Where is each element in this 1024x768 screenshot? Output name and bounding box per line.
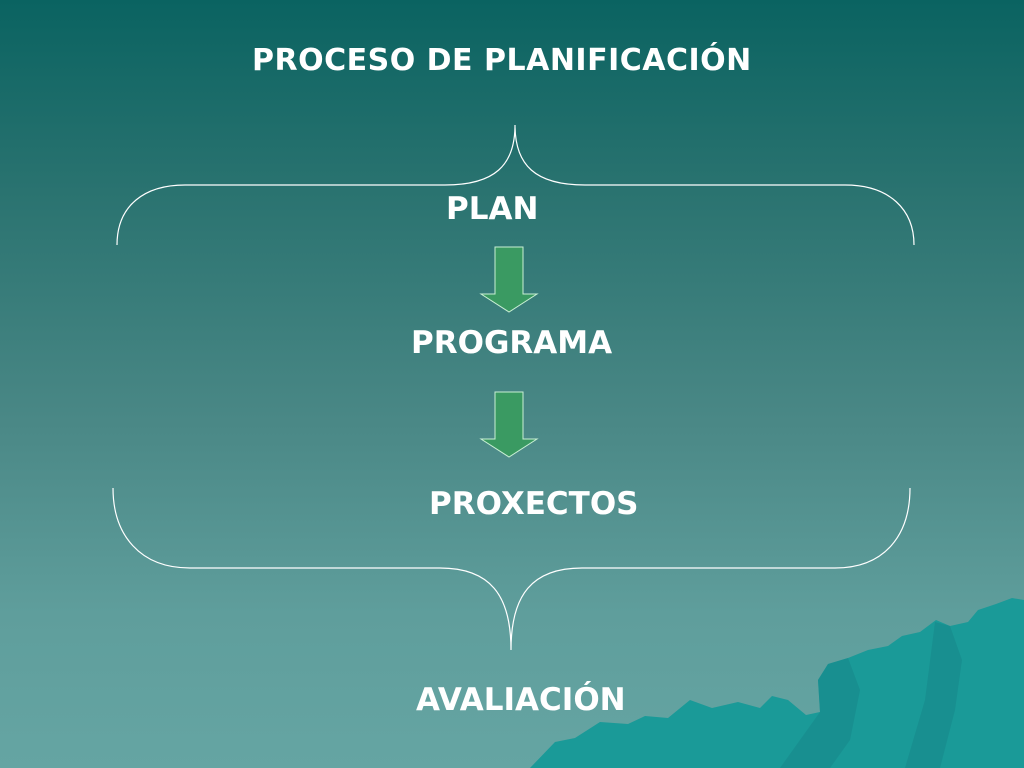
arrow-programa-to-proxectos — [479, 391, 539, 458]
node-programa: PROGRAMA — [411, 325, 613, 361]
slide-title: PROCESO DE PLANIFICACIÓN — [252, 43, 752, 78]
mountain-decoration — [530, 598, 1024, 768]
top-brace — [116, 124, 915, 246]
bottom-brace — [112, 487, 911, 651]
mountain-shade — [780, 622, 962, 768]
node-avaliacion: AVALIACIÓN — [416, 682, 626, 718]
arrow-plan-to-programa — [479, 246, 539, 313]
node-plan: PLAN — [446, 191, 539, 227]
node-proxectos: PROXECTOS — [429, 486, 639, 522]
